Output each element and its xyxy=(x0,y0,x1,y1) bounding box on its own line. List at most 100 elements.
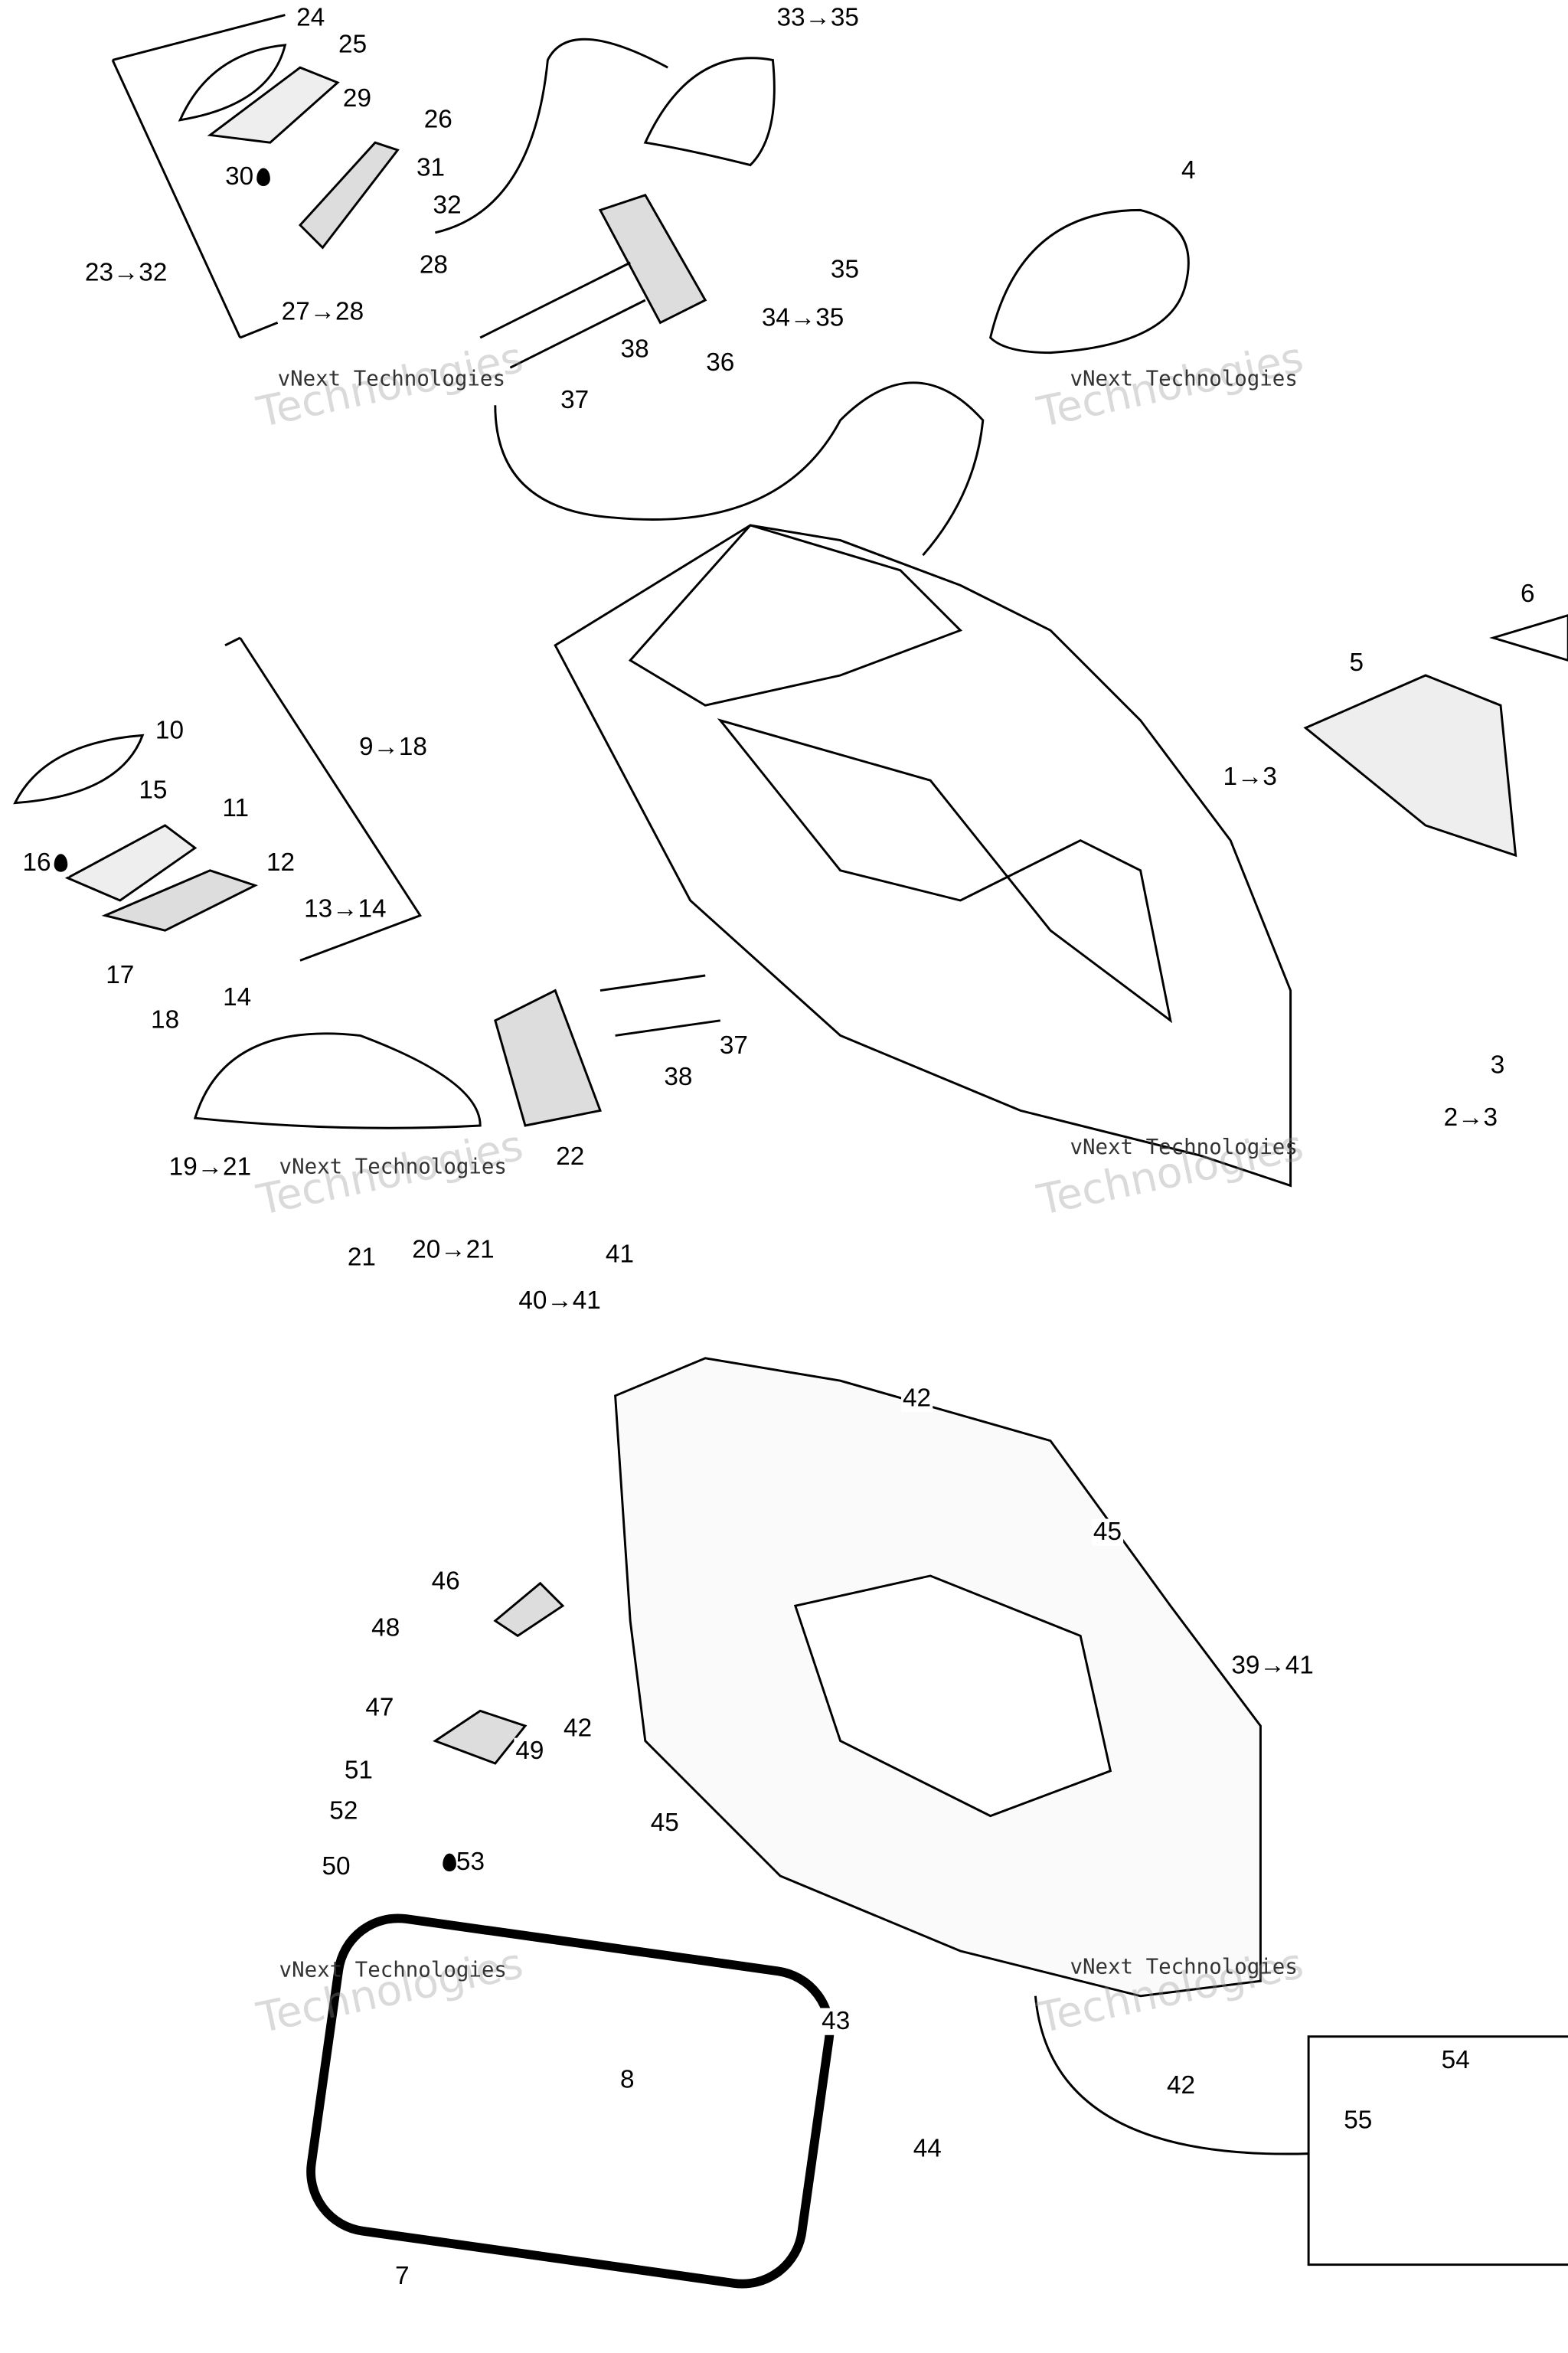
hood-inner xyxy=(717,718,1172,1024)
callout-label: 20→21 xyxy=(410,1235,496,1264)
latch-46 xyxy=(493,1581,565,1638)
mirror-housing-26 xyxy=(298,141,400,250)
callout-label: 55 xyxy=(1342,2105,1374,2135)
callout-label: 15 xyxy=(137,776,169,805)
callout-label: 3 xyxy=(1488,1051,1507,1080)
callout-label: 28 xyxy=(417,250,449,279)
callout-label: 10 xyxy=(153,715,185,745)
group-bracket-23-32 xyxy=(111,14,286,339)
bin-lid-opening xyxy=(793,1574,1112,1818)
callout-label: 14 xyxy=(221,982,253,1012)
callout-label: 34→35 xyxy=(760,302,846,332)
callout-label: 5 xyxy=(1348,648,1366,677)
guide-curve-bottom xyxy=(1034,1995,1309,2155)
callout-label: 50 xyxy=(320,1851,352,1881)
watermark-caption: vNext Technologies xyxy=(277,368,505,392)
watermark-caption: vNext Technologies xyxy=(1070,1136,1298,1161)
guide-curve xyxy=(494,381,985,557)
callout-label: 48 xyxy=(370,1613,402,1642)
gasket-7 xyxy=(306,1913,835,2289)
callout-label: 17 xyxy=(104,960,136,989)
bolt-37-lower xyxy=(599,974,721,1037)
mirror-19 xyxy=(193,1032,482,1129)
callout-label: 42 xyxy=(562,1714,594,1743)
callout-label: 8 xyxy=(619,2064,636,2094)
callout-label: 11 xyxy=(220,793,250,823)
mirror-33 xyxy=(643,57,776,167)
callout-label: 49 xyxy=(514,1736,546,1765)
callout-label: 9→18 xyxy=(358,732,429,761)
callout-label: 42 xyxy=(1165,2070,1197,2100)
oil-drop-icon xyxy=(256,168,270,187)
callout-label: 38 xyxy=(619,335,651,364)
watermark-caption: vNext Technologies xyxy=(1070,368,1298,392)
mirror-base-25 xyxy=(207,66,340,144)
callout-label: 37 xyxy=(559,385,591,414)
watermark-caption: vNext Technologies xyxy=(279,1958,507,1983)
callout-label: 2→3 xyxy=(1442,1103,1499,1132)
callout-label: 53 xyxy=(438,1847,486,1876)
callout-label: 29 xyxy=(341,83,373,113)
watermark-caption: vNext Technologies xyxy=(279,1155,507,1180)
panel-5 xyxy=(1303,674,1517,858)
callout-label: 6 xyxy=(1519,579,1537,608)
callout-label: 44 xyxy=(911,2134,943,2163)
callout-label: 38 xyxy=(662,1062,694,1091)
callout-label: 1→3 xyxy=(1221,762,1279,791)
callout-label: 31 xyxy=(415,152,447,182)
bolt-37 xyxy=(479,261,646,369)
mirror-glass-10 xyxy=(13,734,145,805)
callout-label: 32 xyxy=(431,190,463,220)
callout-label: 35 xyxy=(828,255,861,284)
callout-label: 47 xyxy=(364,1692,396,1722)
latch-47 xyxy=(433,1709,528,1765)
callout-label: 45 xyxy=(1091,1517,1123,1546)
callout-label: 23→32 xyxy=(83,258,169,287)
callout-label: 54 xyxy=(1439,2045,1472,2074)
callout-label: 37 xyxy=(717,1031,750,1060)
oil-drop-icon xyxy=(443,1853,456,1872)
callout-label: 41 xyxy=(603,1239,635,1269)
label-text: 16 xyxy=(22,848,51,877)
callout-label: 25 xyxy=(337,30,369,59)
cover-4 xyxy=(988,208,1190,355)
callout-label: 27→28 xyxy=(279,297,366,326)
callout-label: 40→41 xyxy=(517,1286,603,1315)
mirror-base-11 xyxy=(64,824,198,902)
callout-label: 13→14 xyxy=(302,894,388,923)
group-bracket-9-18 xyxy=(224,636,423,962)
mirror-support-22 xyxy=(494,989,602,1127)
callout-label: 51 xyxy=(342,1756,374,1785)
hood-window xyxy=(628,524,963,707)
callout-label: 26 xyxy=(422,105,454,134)
callout-label: 52 xyxy=(328,1796,360,1825)
front-hood-1 xyxy=(554,524,1292,1188)
label-text: 30 xyxy=(225,162,254,191)
panel-6 xyxy=(1489,614,1568,662)
callout-label: 12 xyxy=(265,848,297,877)
callout-label: 16 xyxy=(21,848,70,877)
callout-label: 21 xyxy=(345,1242,377,1272)
callout-label: 24 xyxy=(295,2,327,32)
callout-label: 42 xyxy=(901,1384,933,1413)
label-text: 53 xyxy=(456,1847,485,1876)
callout-label: 45 xyxy=(648,1808,681,1838)
callout-label: 39→41 xyxy=(1230,1651,1315,1680)
callout-label: 43 xyxy=(820,2006,852,2035)
detail-box xyxy=(1307,2035,1568,2266)
guide-curve-top xyxy=(435,38,668,234)
callout-label: 30 xyxy=(224,162,272,191)
callout-label: 18 xyxy=(149,1005,181,1034)
mirror-housing-12 xyxy=(101,869,259,932)
oil-drop-icon xyxy=(54,854,68,872)
callout-label: 22 xyxy=(554,1142,586,1171)
callout-label: 33→35 xyxy=(775,2,861,32)
mirror-support-36 xyxy=(598,194,707,325)
callout-label: 19→21 xyxy=(167,1152,253,1181)
mirror-glass-24 xyxy=(178,44,287,122)
callout-label: 36 xyxy=(704,348,737,377)
watermark-caption: vNext Technologies xyxy=(1070,1955,1298,1980)
callout-label: 7 xyxy=(394,2261,411,2290)
